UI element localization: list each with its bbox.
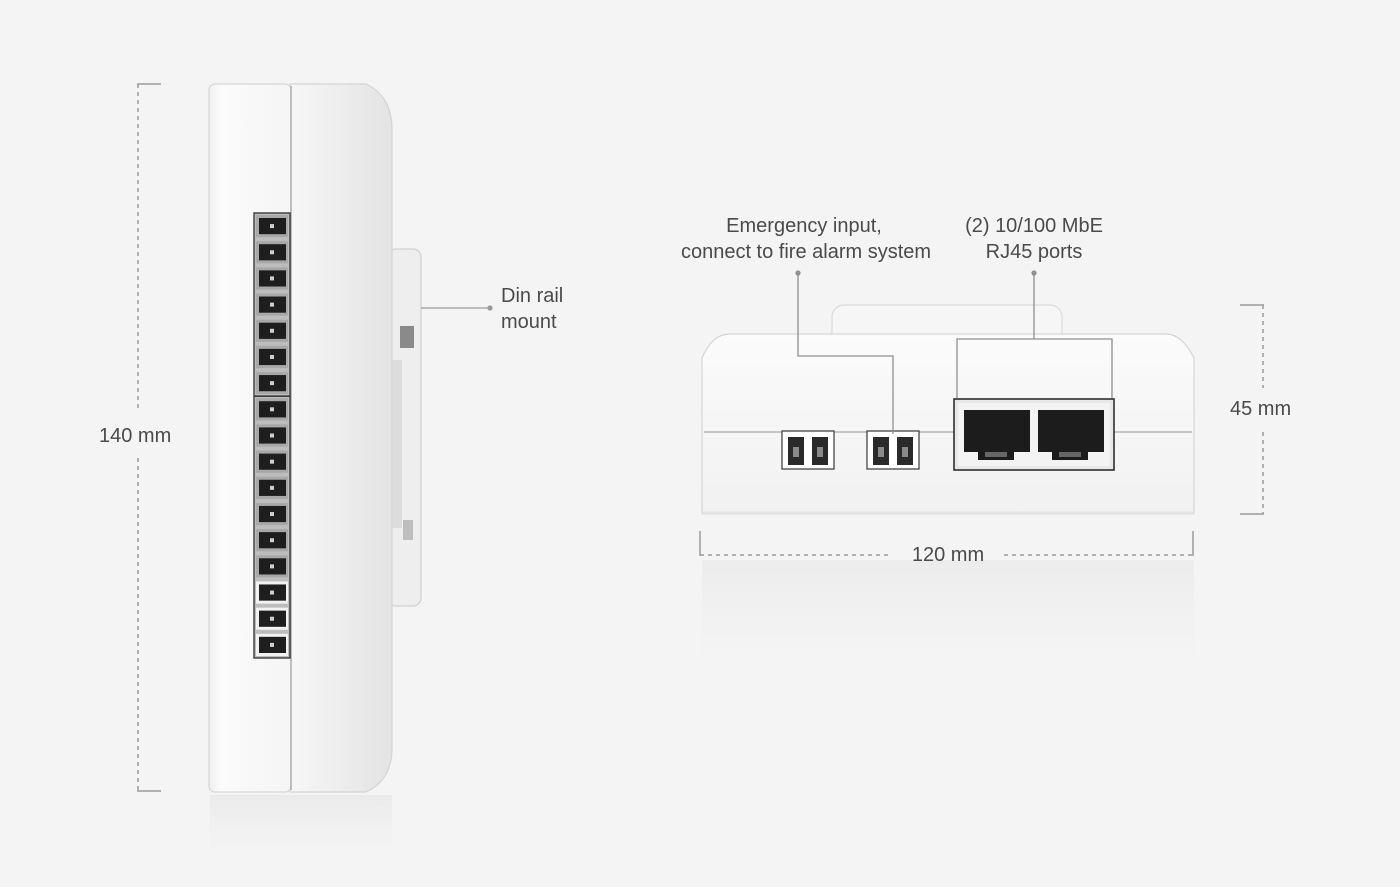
din-rail-label-line1: Din rail <box>501 285 564 307</box>
terminal-pin <box>256 581 288 604</box>
terminal-pin <box>256 215 288 238</box>
side-view <box>137 83 422 875</box>
terminal-pin <box>256 267 288 290</box>
din-rail-clip <box>387 248 422 607</box>
terminal-pin <box>256 529 288 552</box>
terminal-pin <box>256 372 288 395</box>
emergency-label-line2: connect to fire alarm system <box>680 241 932 263</box>
side-reflection <box>210 795 392 875</box>
terminal-pin <box>256 555 288 578</box>
rj45-label-line2: RJ45 ports <box>985 241 1083 263</box>
front-reflection <box>702 560 1194 690</box>
height-dimension-45 <box>1240 304 1264 515</box>
terminal-pin <box>256 450 288 473</box>
width-dimension-120 <box>699 531 1194 556</box>
terminal-pin <box>256 424 288 447</box>
emergency-input-connector-left <box>781 430 835 470</box>
din-rail-callout <box>421 305 493 311</box>
terminal-pin <box>256 345 288 369</box>
height-dimension-140 <box>137 83 161 792</box>
rj45-port-2 <box>1038 410 1104 460</box>
emergency-label-line1: Emergency input, <box>726 215 882 237</box>
emergency-input-connector-right <box>866 430 920 470</box>
emergency-input-callout <box>795 270 894 434</box>
terminal-block <box>253 212 291 659</box>
rj45-label-line1: (2) 10/100 MbE <box>965 215 1103 237</box>
terminal-pin <box>256 241 288 264</box>
terminal-pin <box>256 502 288 526</box>
terminal-pin <box>256 607 288 630</box>
height-140-label: 140 mm <box>99 425 172 447</box>
width-120-label: 120 mm <box>911 544 985 566</box>
terminal-pin <box>256 398 288 421</box>
front-view <box>701 304 1195 690</box>
rj45-port-1 <box>964 410 1030 460</box>
front-body <box>701 333 1195 515</box>
terminal-pin <box>256 633 288 656</box>
din-rail-label-line2: mount <box>501 311 557 333</box>
terminal-pin <box>256 476 288 499</box>
terminal-pin <box>256 319 288 342</box>
rj45-callout <box>956 270 1113 398</box>
side-body-back <box>289 83 393 793</box>
height-45-label: 45 mm <box>1230 398 1292 420</box>
terminal-pin <box>256 293 288 316</box>
